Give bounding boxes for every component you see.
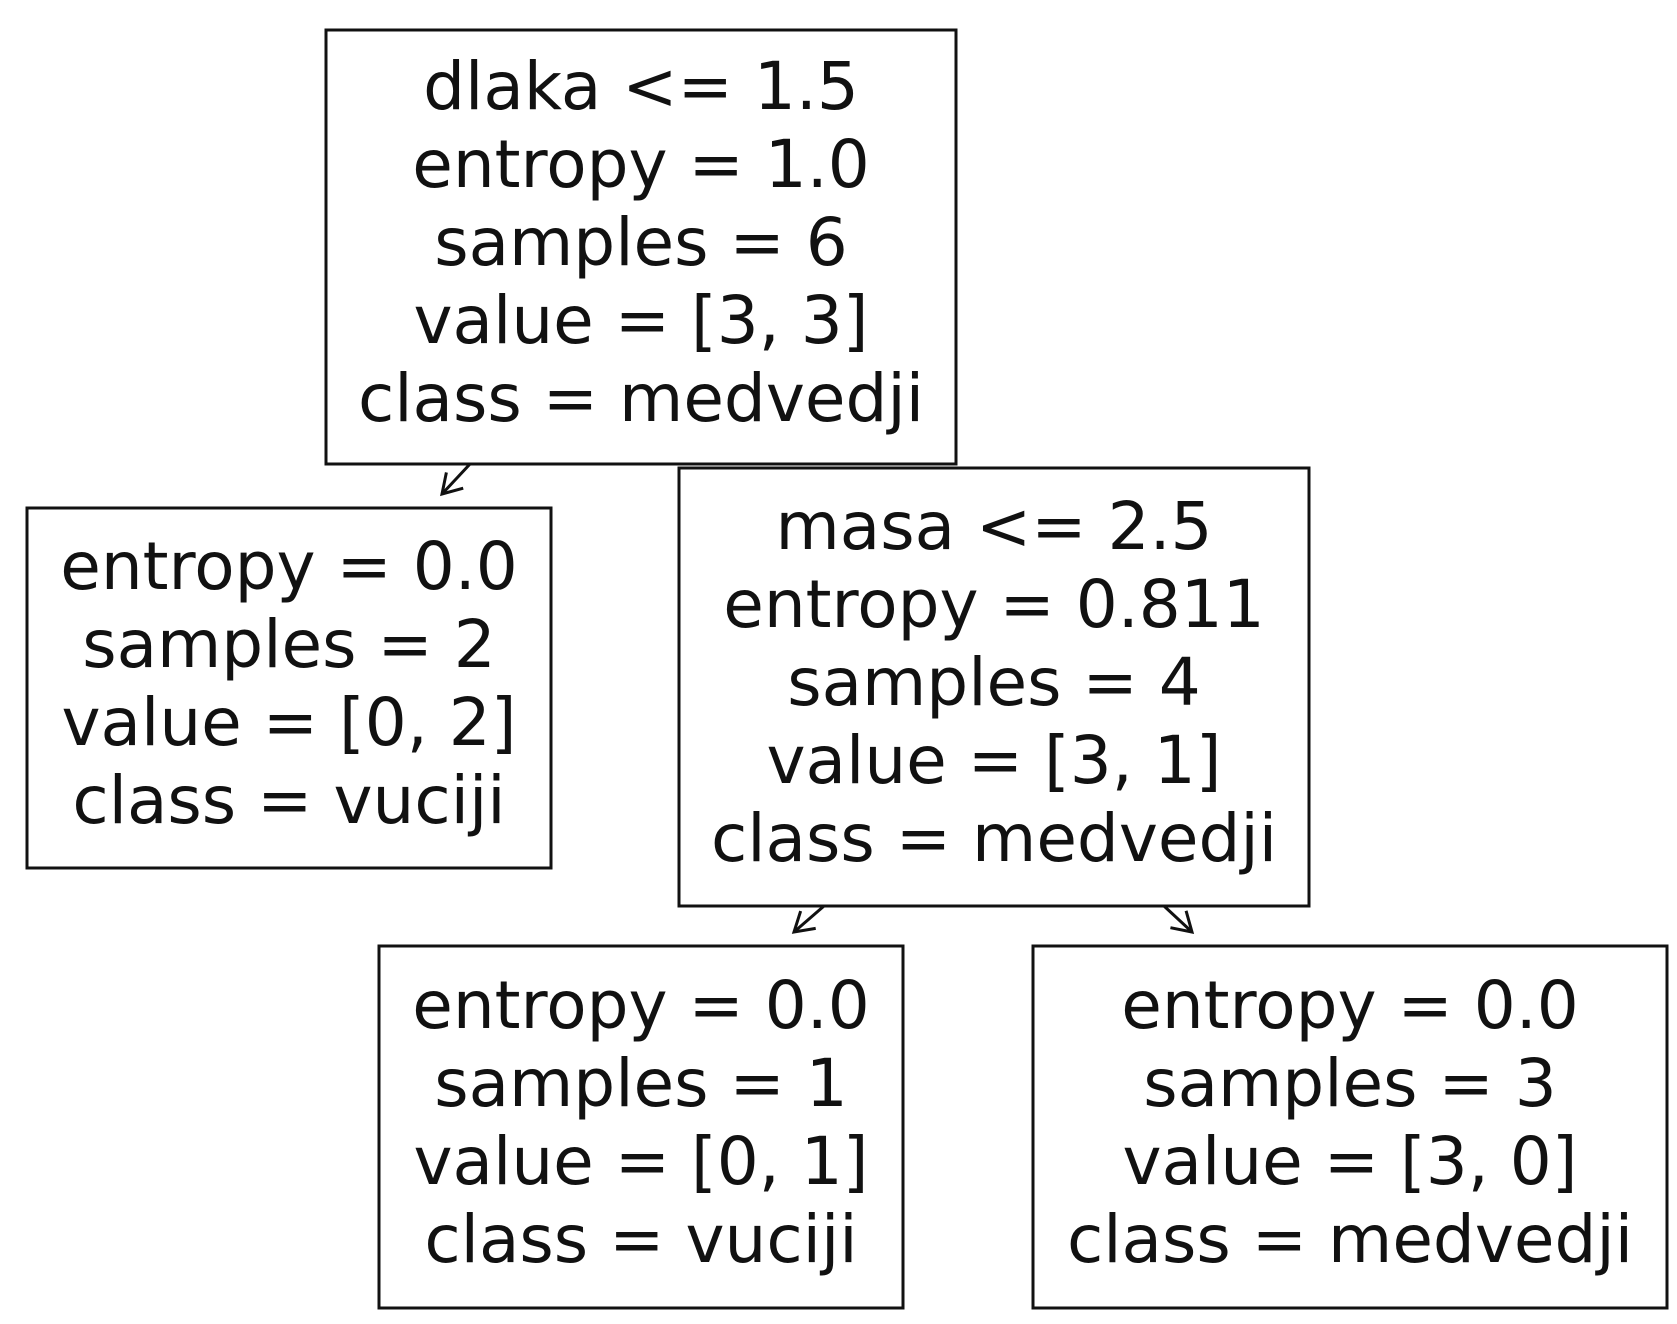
node-line: entropy = 0.0 (1121, 967, 1579, 1044)
arrow-head-icon (791, 910, 816, 934)
edge-root-to-left-leaf (440, 462, 472, 497)
node-line: samples = 4 (787, 644, 1201, 721)
node-line: samples = 1 (434, 1045, 848, 1122)
edge-line (793, 904, 825, 934)
edge-masa-split-to-masa-left-leaf (791, 904, 825, 934)
node-box (677, 466, 1311, 908)
node-line: dlaka <= 1.5 (423, 48, 859, 125)
node-line: value = [3, 3] (414, 282, 869, 359)
node-line: entropy = 1.0 (412, 126, 870, 203)
node-line: class = medvedji (1067, 1201, 1633, 1278)
node-line: value = [0, 2] (62, 684, 517, 761)
node-line: entropy = 0.811 (723, 566, 1265, 643)
node-line: value = [0, 1] (414, 1123, 869, 1200)
node-line: class = vuciji (424, 1201, 857, 1278)
node-line: class = medvedji (711, 800, 1277, 877)
node-box (324, 28, 958, 466)
node-line: class = medvedji (358, 360, 924, 437)
node-line: value = [3, 0] (1123, 1123, 1578, 1200)
arrow-head-icon (1170, 910, 1195, 934)
node-line: value = [3, 1] (767, 722, 1222, 799)
node-line: samples = 3 (1143, 1045, 1557, 1122)
node-line: entropy = 0.0 (60, 528, 518, 605)
node-line: class = vuciji (72, 762, 505, 839)
arrow-head-icon (440, 472, 464, 497)
node-line: samples = 6 (434, 204, 848, 281)
node-box (25, 506, 553, 870)
node-line: masa <= 2.5 (775, 488, 1212, 565)
edge-masa-split-to-masa-right-leaf (1162, 904, 1195, 934)
edges-layer (440, 462, 1195, 934)
edge-line (440, 462, 472, 496)
node-line: samples = 2 (82, 606, 496, 683)
edge-line (1162, 904, 1194, 934)
node-box (377, 944, 905, 1310)
node-box (1031, 944, 1669, 1310)
node-line: entropy = 0.0 (412, 967, 870, 1044)
